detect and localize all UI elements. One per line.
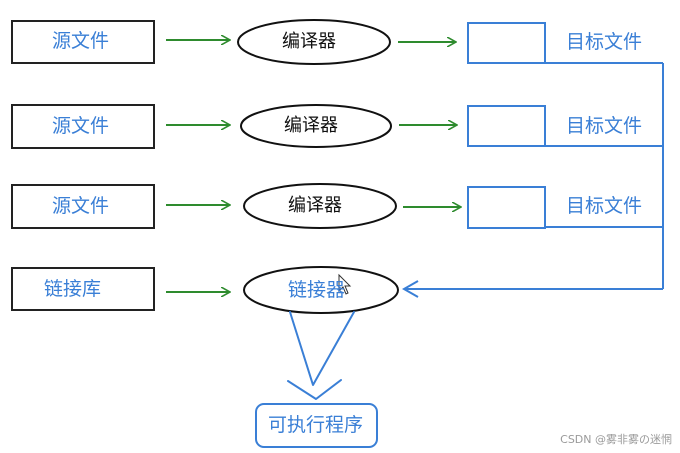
compiler-ellipse-2 (240, 104, 392, 148)
mouse-cursor-icon (338, 273, 352, 295)
executable-label: 可执行程序 (268, 414, 364, 436)
object-label-1: 目标文件 (566, 31, 643, 53)
library-label: 链接库 (44, 278, 102, 300)
object-box-1 (467, 22, 546, 64)
source-label-1: 源文件 (52, 30, 110, 52)
arrowhead-into-linker (401, 280, 419, 298)
output-arrow (287, 311, 355, 400)
source-box-1 (11, 20, 155, 64)
compiler-label-1: 编译器 (282, 31, 336, 52)
linker-label: 链接器 (288, 279, 346, 301)
source-label-3: 源文件 (52, 195, 110, 217)
object-box-2 (467, 105, 546, 147)
compiler-ellipse-3 (243, 183, 397, 229)
compiler-label-2: 编译器 (284, 115, 338, 136)
watermark: CSDN @雾非雾の迷惘 (560, 433, 672, 446)
library-box (11, 267, 155, 311)
object-label-2: 目标文件 (566, 115, 643, 137)
executable-box (255, 403, 378, 448)
compiler-ellipse-1 (237, 19, 391, 65)
object-label-3: 目标文件 (566, 195, 643, 217)
compiler-label-3: 编译器 (288, 195, 342, 216)
object-box-3 (467, 186, 546, 229)
source-label-2: 源文件 (52, 115, 110, 137)
source-box-3 (11, 184, 155, 229)
source-box-2 (11, 104, 155, 149)
linker-ellipse (243, 266, 399, 314)
